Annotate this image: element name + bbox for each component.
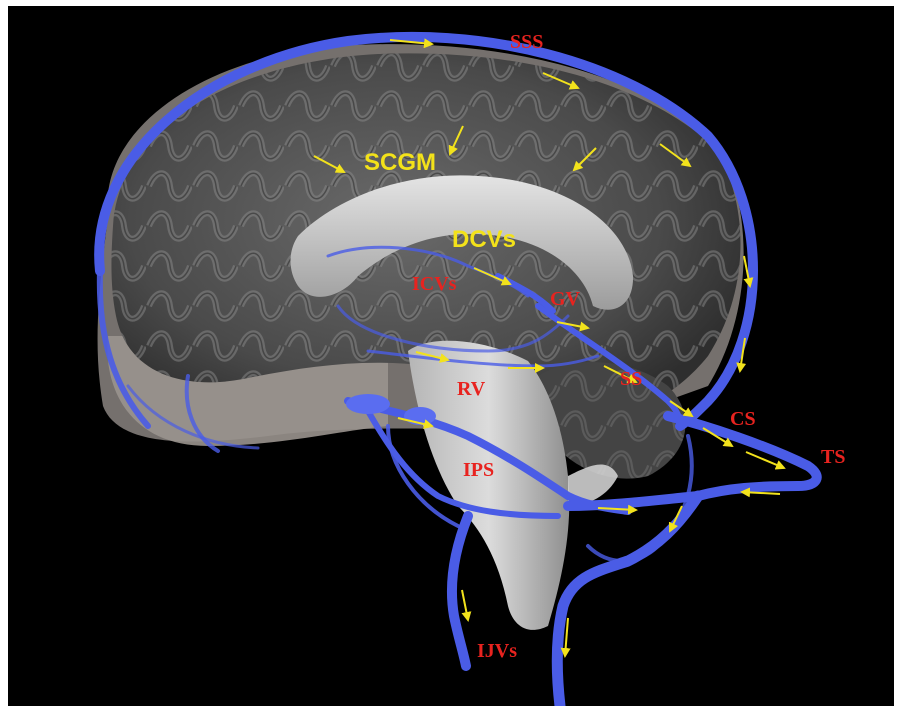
label-gv: GV [550,289,580,309]
label-sss: SSS [510,32,543,52]
sigmoid-sinus [557,496,698,706]
label-cs: CS [730,409,756,429]
label-icvs: ICVs [412,274,456,294]
label-ips: IPS [463,460,494,480]
diagram-canvas: SSS SCGM DCVs ICVs GV RV SS CS TS IPS IJ… [8,6,894,706]
label-ijvs: IJVs [477,641,517,661]
label-rv: RV [457,379,485,399]
label-dcvs: DCVs [452,228,516,252]
label-scgm: SCGM [364,151,436,175]
petrosal-junction [346,394,390,414]
flow-arrow [565,618,568,656]
internal-jugular-vein-left [452,516,468,666]
flow-arrow [462,590,468,620]
label-ss: SS [620,369,642,389]
label-ts: TS [821,447,845,467]
venous-anatomy-illustration [8,6,894,706]
flow-arrow [742,492,780,494]
